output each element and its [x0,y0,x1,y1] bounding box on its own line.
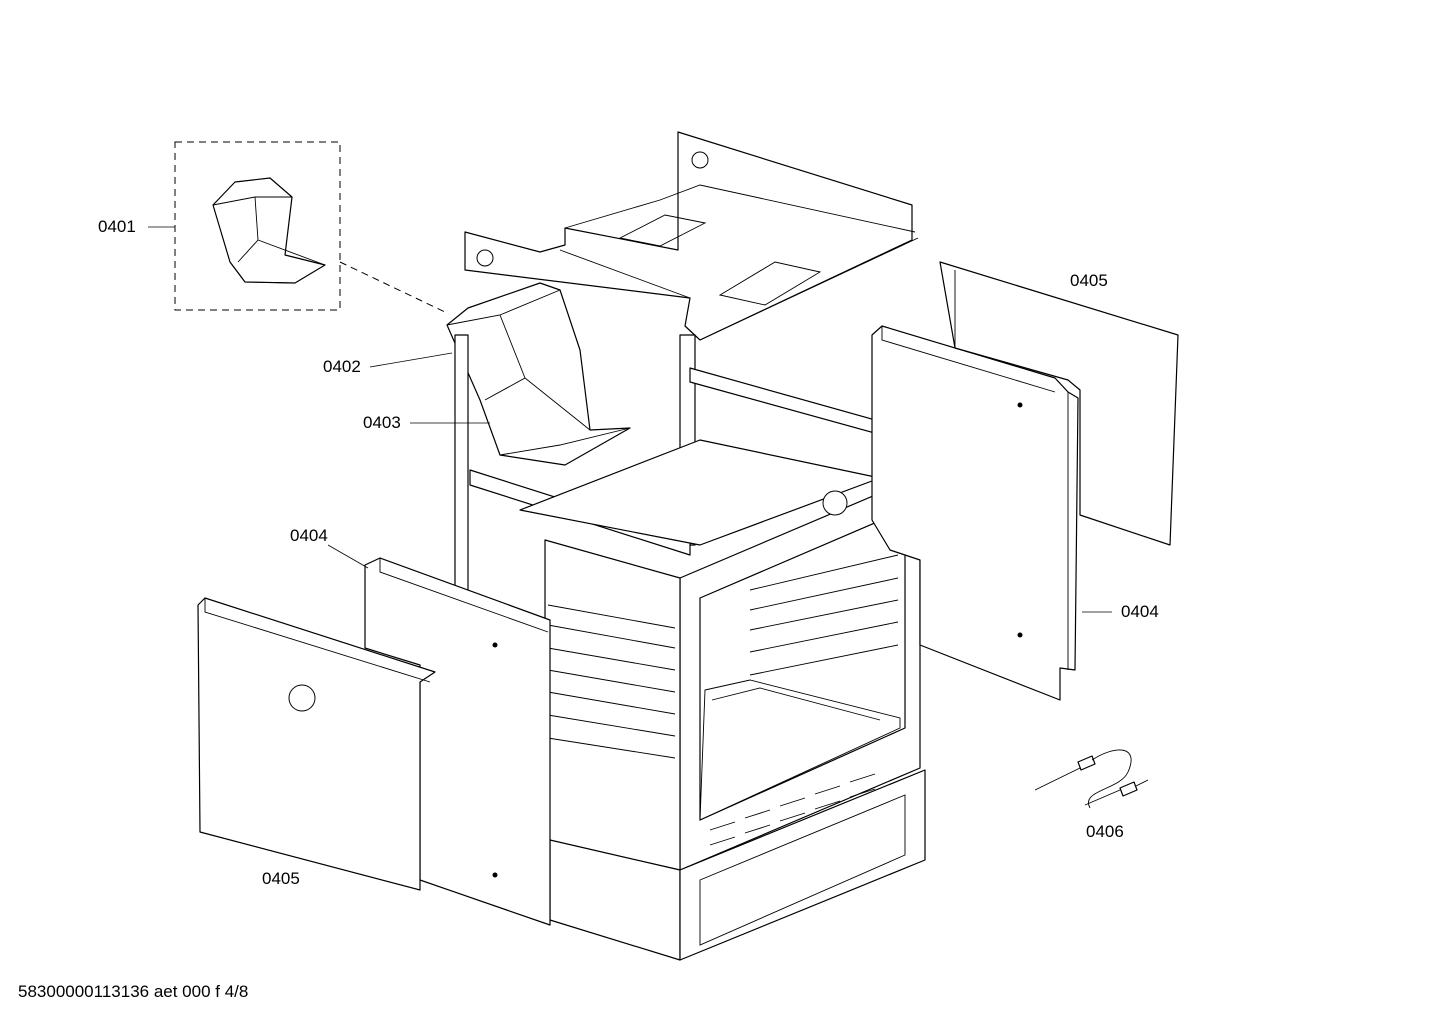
part-0405-left-panel [197,597,436,891]
part-0401-detail [174,141,341,311]
part-0405-right-panel [939,261,1179,546]
label-0404-right: 0404 [1121,602,1159,621]
part-0406-probe [1034,749,1149,809]
label-0404-left: 0404 [290,526,328,545]
leader-lines [148,226,1112,613]
part-0404-left-panel [364,557,551,926]
label-0401: 0401 [98,217,136,236]
label-0406: 0406 [1086,822,1124,841]
label-0405-right: 0405 [1070,271,1108,290]
label-0405-left: 0405 [262,869,300,888]
part-0402-duct [446,282,631,466]
top-panel [464,131,919,341]
label-0403: 0403 [363,413,401,432]
relation-dash-line [339,261,446,313]
part-0404-right-panel [871,325,1079,701]
document-id: 58300000113136 aet 000 f 4/8 [18,982,249,1001]
label-0402: 0402 [323,357,361,376]
